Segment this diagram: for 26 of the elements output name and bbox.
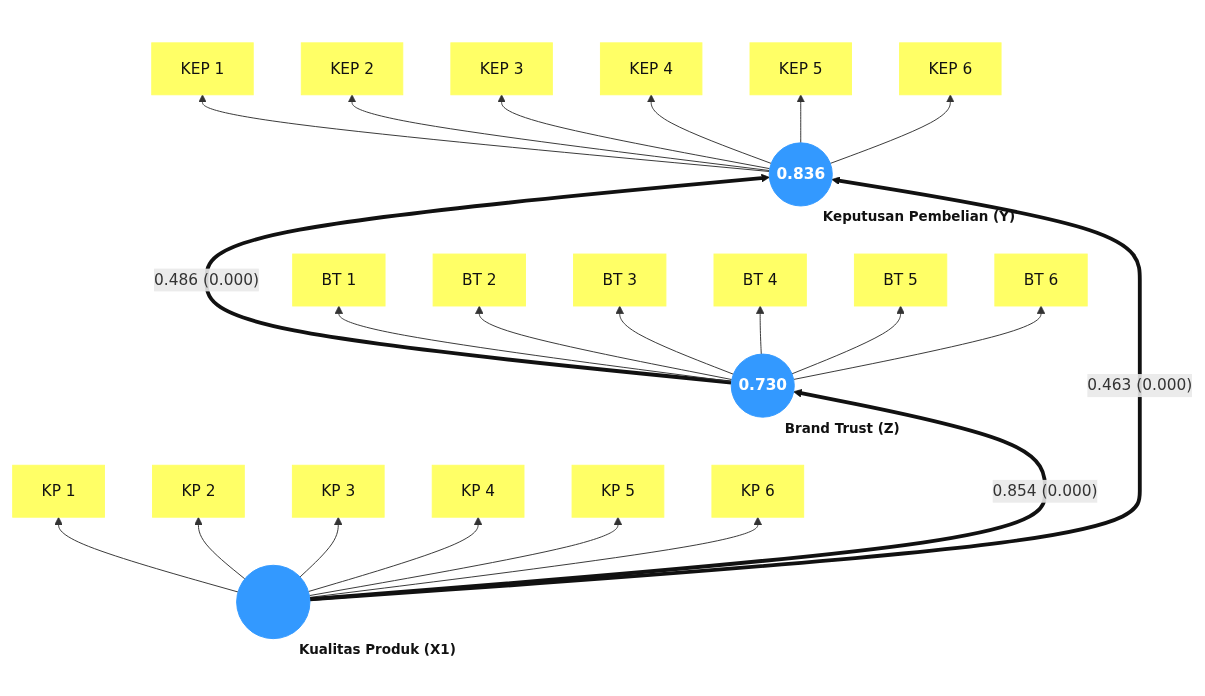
edge-label: 0.486 (0.000) bbox=[154, 270, 260, 289]
node-box: KEP 5 bbox=[749, 42, 852, 96]
edge-label: 0.854 (0.000) bbox=[992, 481, 1098, 500]
node-circle: 0.836 bbox=[768, 142, 833, 207]
node-box: KP 3 bbox=[291, 464, 385, 518]
node-box: BT 5 bbox=[853, 253, 948, 307]
node-box: KP 2 bbox=[152, 464, 245, 518]
node-box: KEP 1 bbox=[151, 42, 254, 96]
node-box: KP 6 bbox=[711, 464, 805, 518]
node-box: BT 3 bbox=[573, 253, 667, 307]
node-box: KEP 6 bbox=[899, 42, 1002, 96]
node-circle bbox=[236, 564, 311, 640]
edge-label: 0.463 (0.000) bbox=[1087, 376, 1193, 395]
node-box: BT 6 bbox=[994, 253, 1088, 307]
construct-label: Kualitas Produk (X1) bbox=[298, 642, 456, 658]
node-box: KEP 3 bbox=[450, 42, 553, 96]
node-box: KEP 4 bbox=[599, 42, 703, 96]
node-box: BT 2 bbox=[432, 253, 526, 307]
node-box: KP 5 bbox=[571, 464, 665, 518]
node-box: KEP 2 bbox=[300, 42, 404, 96]
node-box: BT 1 bbox=[292, 253, 386, 307]
node-box: BT 4 bbox=[713, 253, 807, 307]
construct-label: Brand Trust (Z) bbox=[784, 420, 900, 436]
node-circle: 0.730 bbox=[730, 353, 795, 418]
node-box: KP 1 bbox=[12, 464, 105, 518]
node-box: KP 4 bbox=[431, 464, 525, 518]
